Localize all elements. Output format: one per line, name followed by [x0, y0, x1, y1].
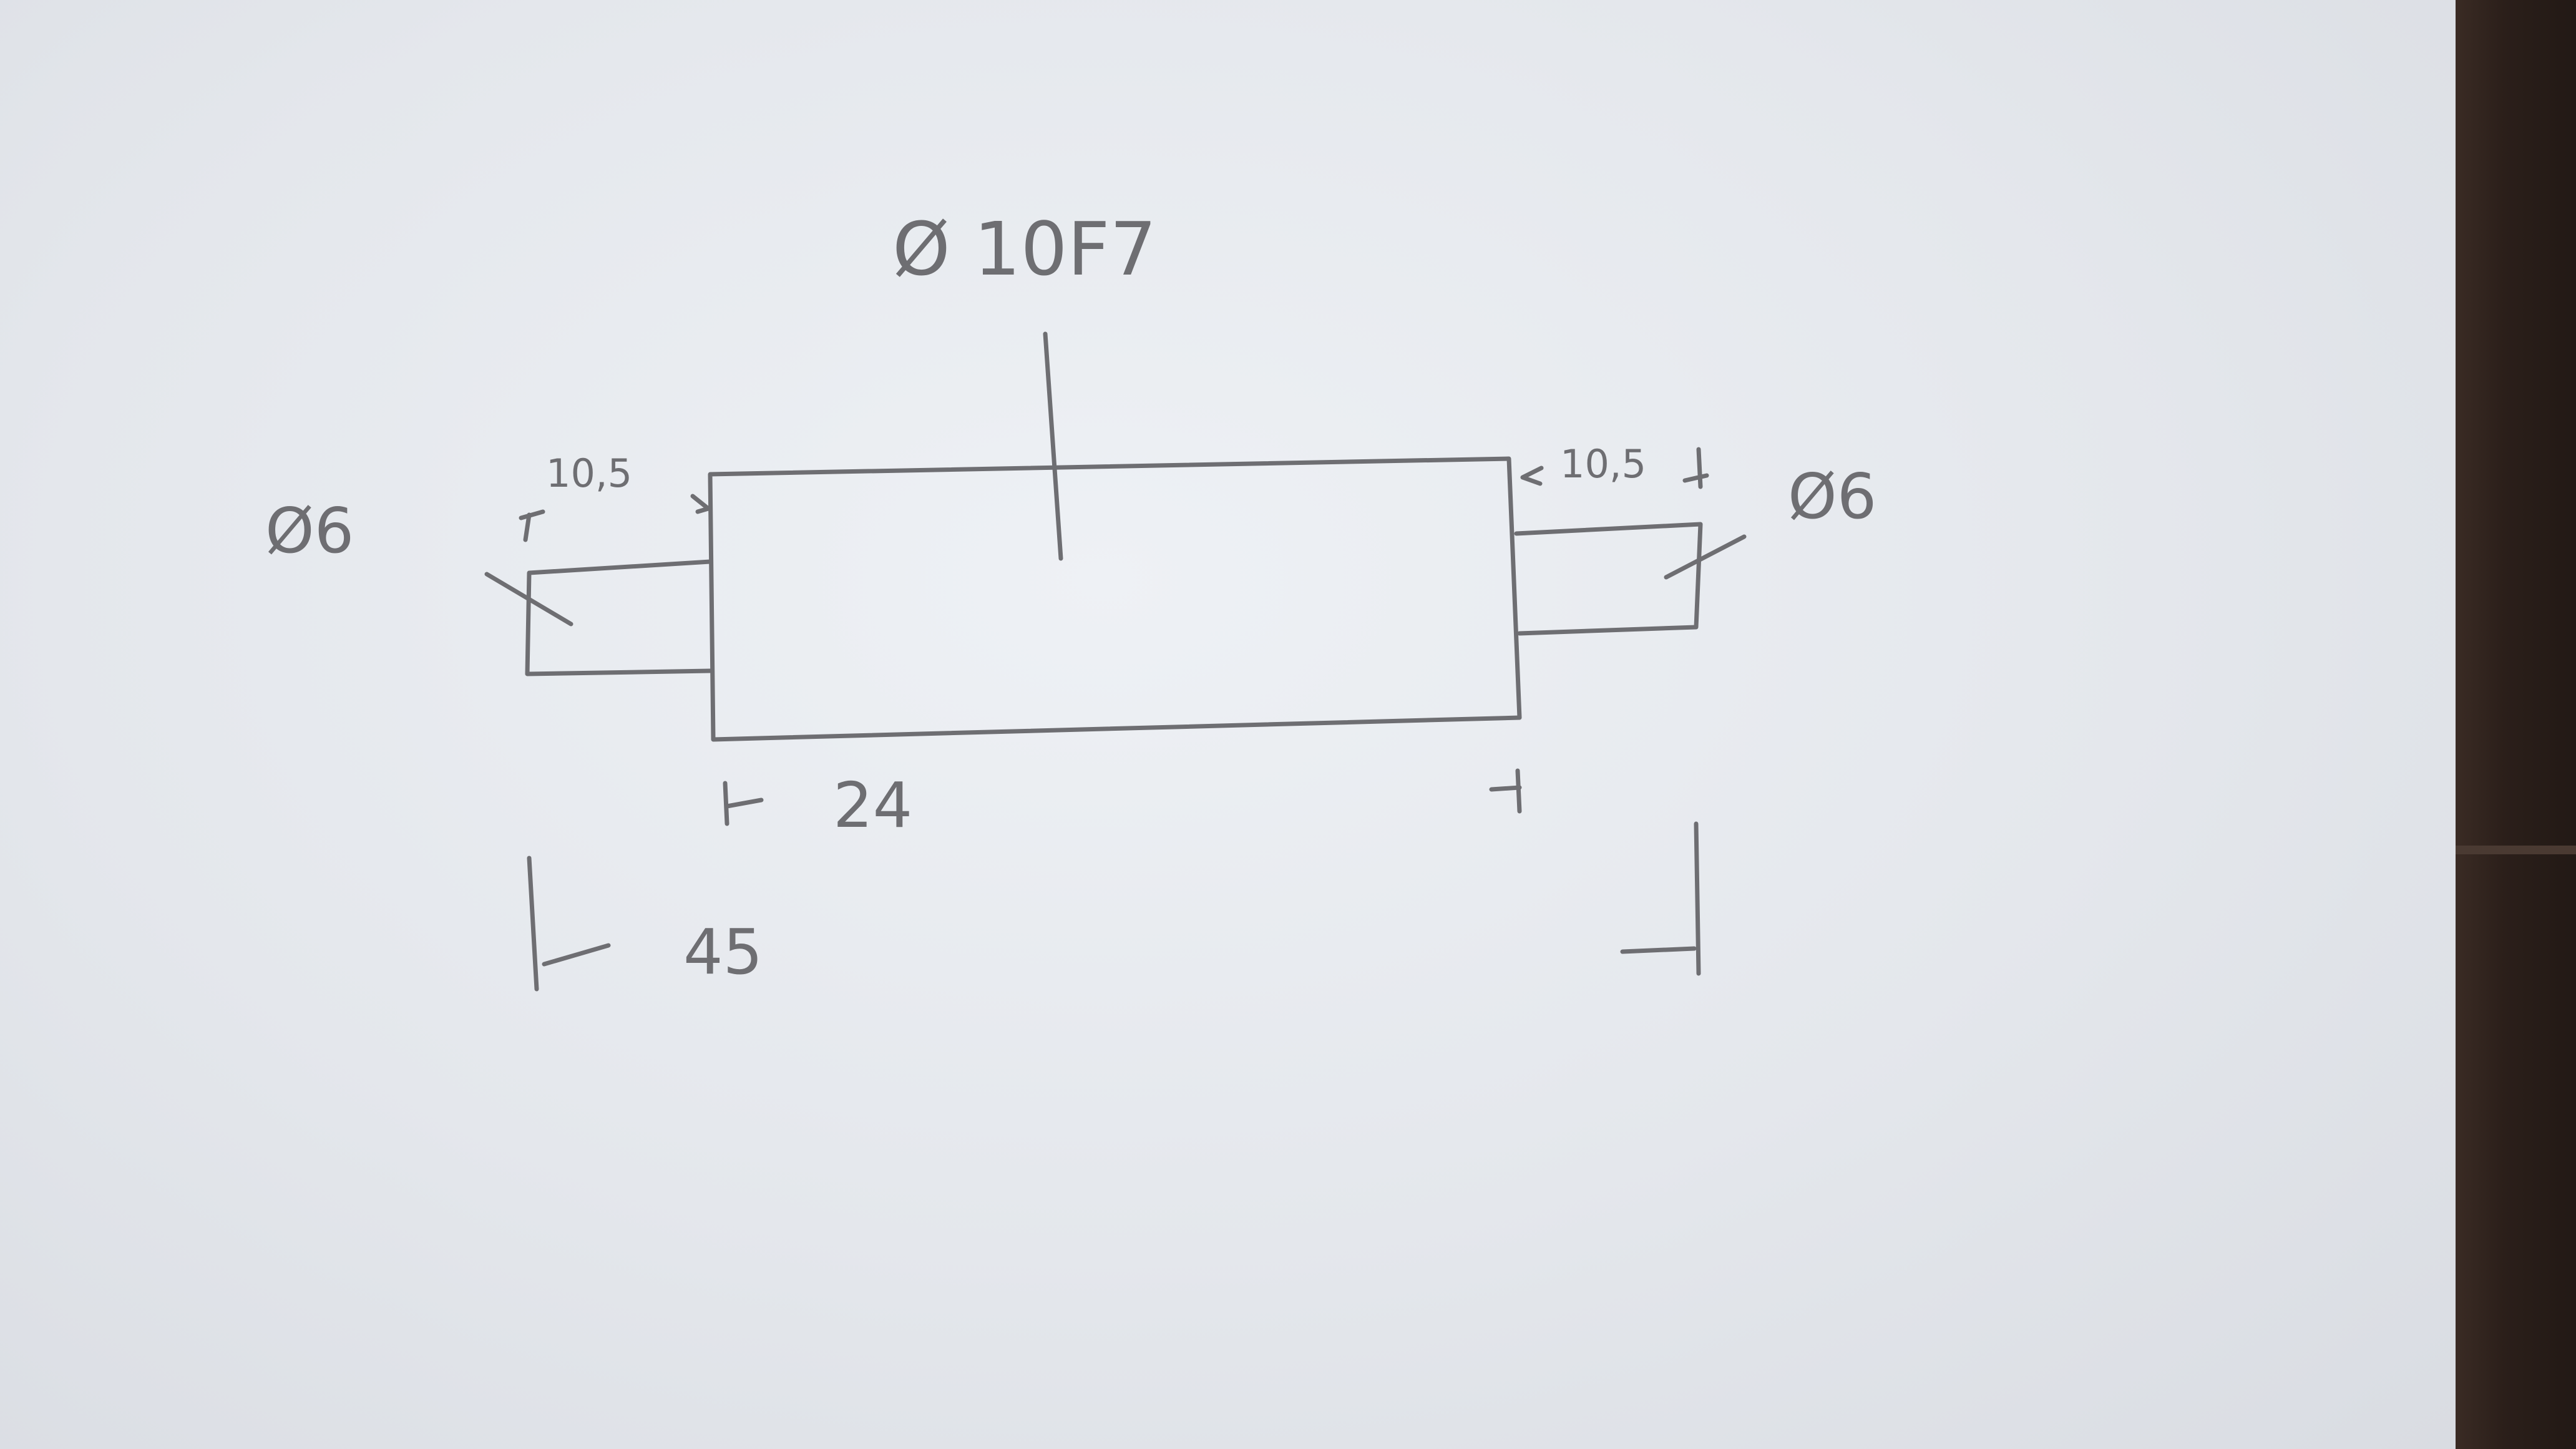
overall-length-left-mark — [527, 856, 611, 992]
right-journal-outline — [1514, 522, 1703, 636]
right-shoulder-tick — [1682, 447, 1709, 489]
right-diameter-leader — [1664, 534, 1747, 580]
central-length-label: 24 — [833, 769, 912, 842]
right-diameter-label: Ø6 — [1788, 460, 1876, 533]
right-shoulder-arrow — [1520, 466, 1544, 486]
right-shoulder-label: 10,5 — [1560, 441, 1646, 487]
central-length-right-mark — [1489, 768, 1522, 814]
left-shoulder-label: 10,5 — [546, 451, 632, 496]
overall-length-right-mark — [1620, 821, 1701, 976]
left-diameter-label: Ø6 — [265, 494, 354, 567]
overall-length-label: 45 — [683, 915, 763, 988]
central-diameter-label: Ø 10F7 — [892, 206, 1157, 292]
central-body-outline — [708, 456, 1522, 742]
central-length-left-mark — [723, 781, 764, 826]
left-shoulder-tick — [519, 509, 545, 542]
central-diameter-leader — [1043, 331, 1063, 561]
left-diameter-leader — [484, 572, 573, 627]
table-seam — [2456, 846, 2576, 854]
left-journal-outline — [525, 559, 713, 676]
table-edge — [2456, 0, 2576, 1449]
left-shoulder-arrow — [690, 494, 711, 514]
